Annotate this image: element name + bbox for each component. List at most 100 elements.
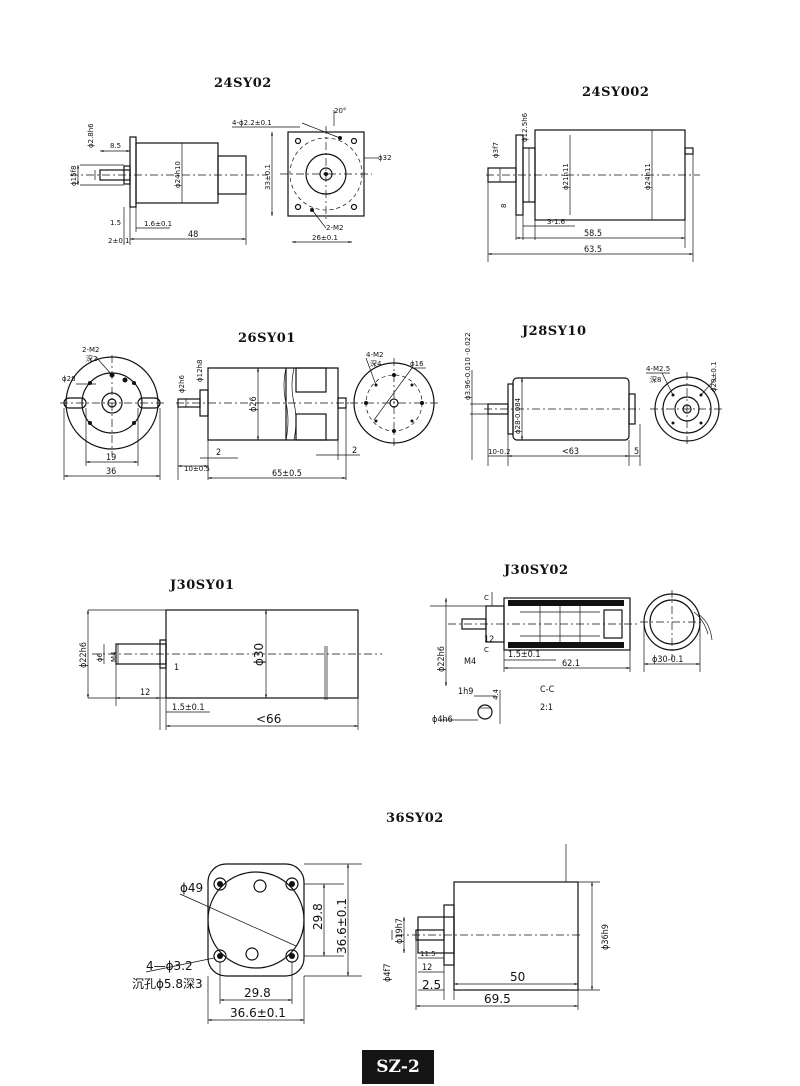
dim-26: 26±0.1 xyxy=(312,234,338,242)
dim-25: 2.5 xyxy=(422,978,441,992)
dim-4m2: 4-M2 xyxy=(366,351,383,359)
dim-body2: ϕ24h11 xyxy=(644,163,652,190)
dim-695: 69.5 xyxy=(484,992,511,1006)
dim-body: ϕ21h11 xyxy=(562,163,570,190)
dim-115: 11.5 xyxy=(420,950,436,958)
dim-621: 62.1 xyxy=(562,659,580,669)
dim-30: ϕ30 xyxy=(252,643,266,666)
dim-shaft-len: 8.5 xyxy=(110,142,121,150)
dim-holes: 4-ϕ2.2±0.1 xyxy=(232,119,272,127)
dim-flange-dia: ϕ15f8 xyxy=(70,166,78,186)
dim-36h9: ϕ36h9 xyxy=(601,924,611,950)
motor-j30sy01: J30SY01 ϕ22h6 ϕ6 M4 1 ϕ30 12 1.5±0.1 <66 xyxy=(79,578,382,730)
dim-4h6: ϕ4h6 xyxy=(432,715,453,725)
dim-body-dia: ϕ24h10 xyxy=(174,161,182,188)
dim-63: <63 xyxy=(562,447,579,457)
body-j30sy01 xyxy=(165,609,359,699)
dim-counterbore: 沉孔ϕ5.8深3 xyxy=(132,977,203,991)
motor-24sy02: 24SY02 ϕ15f8 ϕ2.8h6 8.5 ϕ24h10 1.5 1.6±0… xyxy=(70,76,392,245)
title-j30sy02: J30SY02 xyxy=(503,563,569,578)
dim-16: ϕ16 xyxy=(410,360,424,368)
dim-1: 1 xyxy=(174,663,179,673)
dim-4f7: ϕ4f7 xyxy=(383,964,393,983)
dim-2m2: 2-M2 xyxy=(82,346,99,354)
dim-2a: 2 xyxy=(216,448,221,458)
motor-36sy02: 36SY02 ϕ49 29.8 36.6±0.1 4—ϕ3.2 沉孔ϕ5.8深3… xyxy=(132,811,611,1024)
dim-298-h: 29.8 xyxy=(244,986,271,1000)
dim-36: 36 xyxy=(106,467,116,477)
dim-10-j28: 10-0.2 xyxy=(488,448,511,456)
title-24sy002: 24SY002 xyxy=(582,85,649,100)
dim-12: 12 xyxy=(140,688,150,698)
dim-48: 48 xyxy=(188,230,198,240)
dim-6: ϕ6 xyxy=(96,652,104,662)
dim-32: ϕ32 xyxy=(378,154,392,162)
dim-20: ϕ20±0.1 xyxy=(710,361,718,392)
dim-holes-36: 4—ϕ3.2 xyxy=(146,959,193,973)
dim-366-h: 36.6±0.1 xyxy=(230,1006,286,1020)
dim-15: 1.5 xyxy=(110,219,121,227)
dim-50: 50 xyxy=(510,970,525,984)
dim-12-36: 12 xyxy=(422,963,432,973)
dim-3-16: 3-1.6 xyxy=(547,218,566,226)
dim-12h8: ϕ12h8 xyxy=(196,360,204,382)
mounting-flange xyxy=(129,136,137,208)
dim-33: 33±0.1 xyxy=(264,164,272,190)
section-cc xyxy=(477,704,493,720)
dim-49: ϕ49 xyxy=(180,881,203,895)
dim-396: ϕ3.96-0.010 -0.022 xyxy=(464,332,472,400)
title-26sy01: 26SY01 xyxy=(238,331,296,346)
dim-2: 2±0.1 xyxy=(108,237,129,245)
dim-15-j30: 1.5±0.1 xyxy=(508,650,541,660)
motor-24sy002: 24SY002 ϕ3f7 ϕ12.5h6 ϕ21h11 ϕ24h11 8 3-1… xyxy=(486,85,700,262)
dim-m25: 4-M2.5 xyxy=(646,365,670,373)
body-26sy01 xyxy=(207,367,339,441)
dim-2h6: ϕ2h6 xyxy=(178,374,186,393)
body-j30sy02 xyxy=(503,597,631,651)
dim-19h7: ϕ19h7 xyxy=(395,918,405,944)
dim-30-j30: ϕ30-0.1 xyxy=(652,655,683,665)
dim-366-v: 36.6±0.1 xyxy=(335,898,349,954)
dim-28-body: ϕ28-0.084 xyxy=(514,397,522,434)
dim-65: 65±0.5 xyxy=(272,469,302,479)
dim-angle: 20° xyxy=(334,107,346,115)
dim-5: 5 xyxy=(634,447,639,457)
dim-19: 19 xyxy=(106,453,116,463)
body-36sy02 xyxy=(453,881,579,991)
dim-10: 10±0.5 xyxy=(184,465,210,473)
dim-26: ϕ26 xyxy=(249,396,259,412)
title-24sy02: 24SY02 xyxy=(214,76,272,91)
dim-298-v: 29.8 xyxy=(311,903,325,930)
dim-16: 1.6±0.1 xyxy=(144,220,172,228)
dim-22h6-j30: ϕ22h6 xyxy=(437,646,447,672)
dim-2b: 2 xyxy=(352,446,357,456)
dim-shaft: ϕ3f7 xyxy=(492,142,500,158)
section-scale: 2:1 xyxy=(540,703,553,713)
dim-deep8: 深8 xyxy=(650,375,661,384)
dim-15: 1.5±0.1 xyxy=(172,703,205,713)
dim-8: 8 xyxy=(500,204,508,208)
section-label: C-C xyxy=(540,685,555,695)
dim-c1: C xyxy=(484,594,489,602)
page-label: SZ-2 xyxy=(362,1050,434,1084)
dim-shaft-dia: ϕ2.8h6 xyxy=(87,123,95,148)
dim-1h9: 1h9 xyxy=(458,687,473,697)
title-36sy02: 36SY02 xyxy=(386,811,444,826)
dim-deep2: 深2 xyxy=(86,354,97,363)
dim-585: 58.5 xyxy=(584,229,602,239)
dim-m4-j30: M4 xyxy=(464,657,476,667)
dim-hub: ϕ12.5h6 xyxy=(521,112,529,142)
dim-c2: C xyxy=(484,646,489,654)
title-j28sy10: J28SY10 xyxy=(521,324,587,339)
dim-635: 63.5 xyxy=(584,245,602,255)
dim-44: 4.4 xyxy=(492,688,500,700)
dim-66: <66 xyxy=(256,712,281,726)
title-j30sy01: J30SY01 xyxy=(169,578,235,593)
dim-deep4: 深4 xyxy=(370,359,382,368)
dim-12-j30: 12 xyxy=(484,635,494,645)
motor-j28sy10: J28SY10 ϕ3.96-0.010 -0.022 ϕ28-0.084 10-… xyxy=(464,324,724,466)
dim-28: ϕ28 xyxy=(62,375,76,383)
dim-22h6: ϕ22h6 xyxy=(79,642,89,668)
dim-m4: M4 xyxy=(110,651,118,662)
